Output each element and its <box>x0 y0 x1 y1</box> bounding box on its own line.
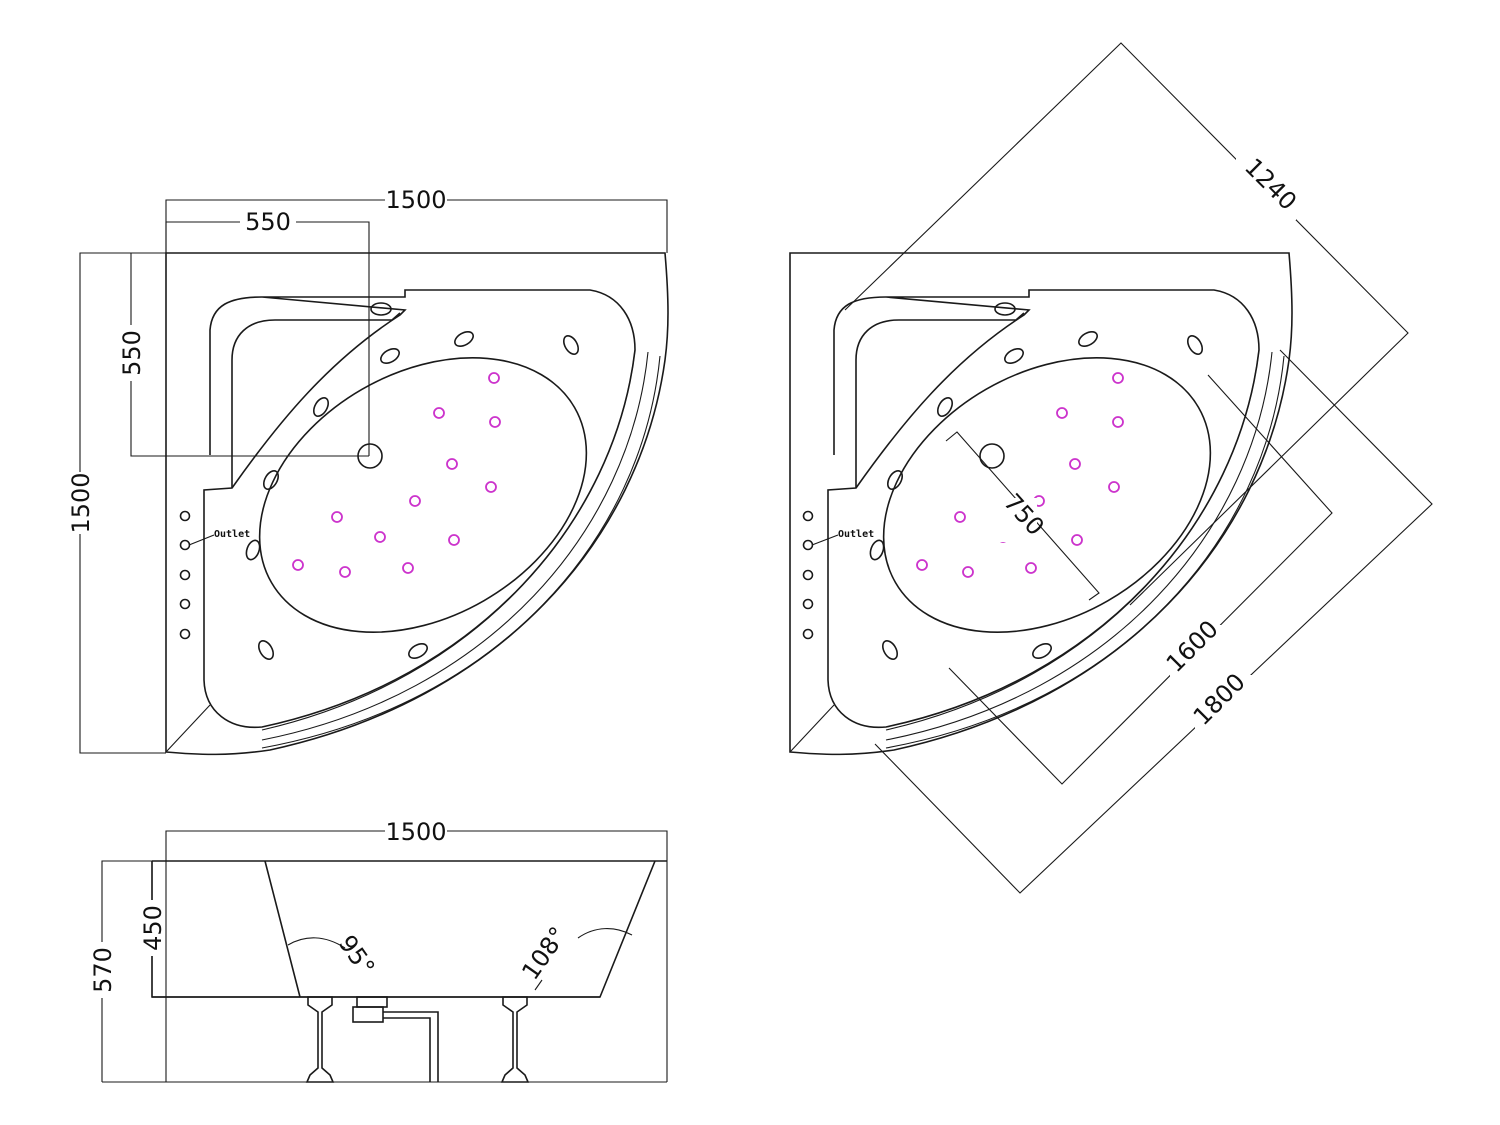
tub-body-elevation <box>151 860 656 998</box>
dim-seat-depth-label: 550 <box>118 330 146 376</box>
plan-view-right: Outlet <box>789 42 1433 894</box>
control-button-icon <box>802 569 814 581</box>
front-lip-line <box>261 355 661 749</box>
corner-line <box>789 704 835 753</box>
control-button-icon <box>802 598 814 610</box>
side-jet-icon <box>886 470 904 490</box>
drain-icon <box>979 443 1005 469</box>
control-button-icon <box>179 628 191 640</box>
side-jet-icon <box>257 640 275 660</box>
air-jet-icon <box>1069 458 1081 470</box>
air-jet-icon <box>954 511 966 523</box>
outlet-leader <box>188 534 215 546</box>
angle-arc-right <box>577 928 633 939</box>
air-jet-icon <box>433 407 445 419</box>
inner-shell <box>827 289 1260 729</box>
control-button-icon <box>179 569 191 581</box>
side-jet-icon <box>881 640 899 660</box>
front-lip-line <box>261 351 649 741</box>
air-jet-icon <box>339 566 351 578</box>
side-jet-icon <box>245 539 261 561</box>
side-jet-icon <box>1078 330 1098 348</box>
inner-shell <box>203 289 636 729</box>
air-jet-icon <box>446 458 458 470</box>
side-jet-icon <box>936 397 954 417</box>
control-button-icon <box>179 539 191 551</box>
side-jet-icon <box>454 330 474 348</box>
plan-view-left: Outlet <box>67 186 669 756</box>
side-jet-icon <box>1004 347 1024 365</box>
dim-width-label: 1500 <box>385 186 446 214</box>
control-button-icon <box>802 539 814 551</box>
side-jet-icon <box>869 539 885 561</box>
seat-contour-outer <box>833 296 887 455</box>
air-jet-icon <box>488 372 500 384</box>
air-jet-icon <box>374 531 386 543</box>
elevation-view: 95° 108° 1500 570 450 <box>89 818 668 1083</box>
leg-right <box>500 996 530 1083</box>
outlet-leader <box>811 534 839 546</box>
dim-1240-box <box>844 42 1409 606</box>
corner-line <box>165 704 211 753</box>
air-jet-icon <box>489 416 501 428</box>
angle-right-label: 108° <box>516 922 572 985</box>
dimensions-left-plan: 1500 550 550 1500 <box>67 186 668 754</box>
air-jet-icon <box>409 495 421 507</box>
side-jets <box>869 302 1204 660</box>
air-jet-icon <box>1108 481 1120 493</box>
air-jet-icon <box>1025 562 1037 574</box>
front-lip-line <box>885 355 1285 749</box>
control-button-icon <box>802 628 814 640</box>
dim-1600-box <box>948 374 1333 785</box>
seat-contour <box>855 312 1025 488</box>
seat-contour-outer <box>209 296 263 455</box>
angle-left-label: 95° <box>333 930 380 981</box>
oval-basin <box>258 357 588 633</box>
bottom-air-jets <box>292 372 501 578</box>
bottom-air-jets <box>916 372 1124 578</box>
outlet-label: Outlet <box>838 529 874 540</box>
dim-depth-label: 1500 <box>67 472 95 533</box>
control-button-icon <box>179 510 191 522</box>
support-legs <box>305 996 530 1083</box>
air-jet-icon <box>1112 372 1124 384</box>
air-jet-icon <box>1071 534 1083 546</box>
air-jet-icon <box>1112 416 1124 428</box>
air-jet-icon <box>1056 407 1068 419</box>
control-buttons <box>179 510 191 640</box>
leg-left <box>305 996 335 1083</box>
side-jet-icon <box>562 335 580 355</box>
control-button-icon <box>802 510 814 522</box>
side-jet-icon <box>380 347 400 365</box>
side-jet-icon <box>370 302 392 316</box>
front-lip-line <box>885 351 1273 741</box>
side-jets <box>245 302 580 660</box>
dim-height-tub-label: 450 <box>139 905 167 951</box>
angle-arc-left <box>287 937 346 949</box>
side-jet-icon <box>262 470 280 490</box>
side-jet-icon <box>1186 335 1204 355</box>
air-jet-icon <box>448 534 460 546</box>
air-jet-icon <box>485 481 497 493</box>
side-jet-icon <box>408 642 428 660</box>
air-jet-icon <box>962 566 974 578</box>
dim-length-label: 1500 <box>385 818 446 846</box>
dim-height-total-label: 570 <box>89 947 117 993</box>
outlet-label: Outlet <box>214 529 250 540</box>
air-jet-icon <box>916 559 928 571</box>
dim-1800-box <box>874 349 1433 894</box>
seat-contour <box>231 312 401 488</box>
side-jet-icon <box>994 302 1016 316</box>
air-jet-icon <box>331 511 343 523</box>
side-jet-icon <box>312 397 330 417</box>
dim-seat-width-label: 550 <box>245 208 291 236</box>
control-buttons <box>802 510 814 640</box>
air-jet-icon <box>292 559 304 571</box>
control-button-icon <box>179 598 191 610</box>
air-jet-icon <box>402 562 414 574</box>
side-jet-icon <box>1032 642 1052 660</box>
drain-assembly <box>352 996 439 1082</box>
tub-outer-rim <box>165 252 669 756</box>
